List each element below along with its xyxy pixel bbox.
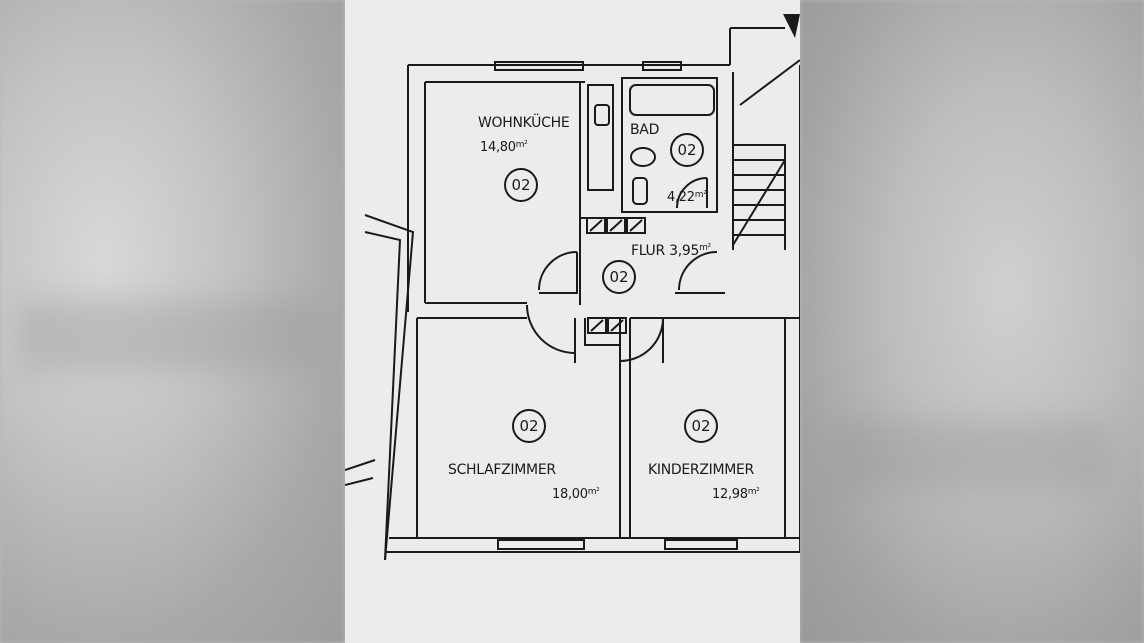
area-unit: m²: [747, 487, 760, 497]
north-arrow-mark: [783, 14, 800, 38]
room-name-wohnkueche: WOHNKÜCHE: [478, 115, 570, 131]
blurred-background-right: [800, 0, 1144, 643]
floor-plan-drawing: [345, 14, 800, 561]
area-unit: m²: [587, 487, 600, 497]
bedroom-walls: [416, 317, 800, 538]
room-flur-label: FLUR 3,95m²: [631, 243, 711, 259]
room-name-schlafzimmer: SCHLAFZIMMER: [448, 462, 556, 478]
unit-badge-bad: 02: [670, 133, 704, 167]
unit-badge-schlafzimmer: 02: [512, 409, 546, 443]
unit-badge-flur: 02: [602, 260, 636, 294]
room-area-wohnkueche: 14,80m²: [480, 140, 528, 155]
area-value: 14,80: [480, 140, 516, 155]
blur-band: [830, 420, 1110, 490]
stairwell: [729, 27, 800, 250]
blur-band: [20, 300, 320, 370]
installation-shafts: [586, 217, 646, 334]
area-unit: m²: [699, 243, 711, 253]
room-area-kinderzimmer: 12,98m²: [712, 487, 760, 502]
unit-badge-wohnkueche: 02: [504, 168, 538, 202]
windows: [494, 61, 738, 550]
hallway-doors: [526, 251, 725, 363]
blurred-background-left: [0, 0, 345, 643]
area-value: 4,22: [667, 190, 695, 205]
bathroom-walls: [621, 77, 718, 213]
floor-plan-photo: WOHNKÜCHE 14,80m² 02 BAD 02 4,22m² FLUR …: [345, 0, 800, 643]
area-unit: m²: [515, 140, 528, 150]
room-area-bad: 4,22m²: [667, 190, 707, 205]
area-unit: m²: [694, 190, 707, 200]
room-name-bad: BAD: [630, 122, 660, 138]
room-area-flur: 3,95: [669, 243, 700, 259]
outer-walls: [385, 64, 800, 553]
area-value: 12,98: [712, 487, 748, 502]
unit-badge-kinderzimmer: 02: [684, 409, 718, 443]
room-area-schlafzimmer: 18,00m²: [552, 487, 600, 502]
area-value: 18,00: [552, 487, 588, 502]
adjacent-structure: [345, 214, 415, 561]
room-name-kinderzimmer: KINDERZIMMER: [648, 462, 754, 478]
room-name-flur: FLUR: [631, 243, 665, 259]
